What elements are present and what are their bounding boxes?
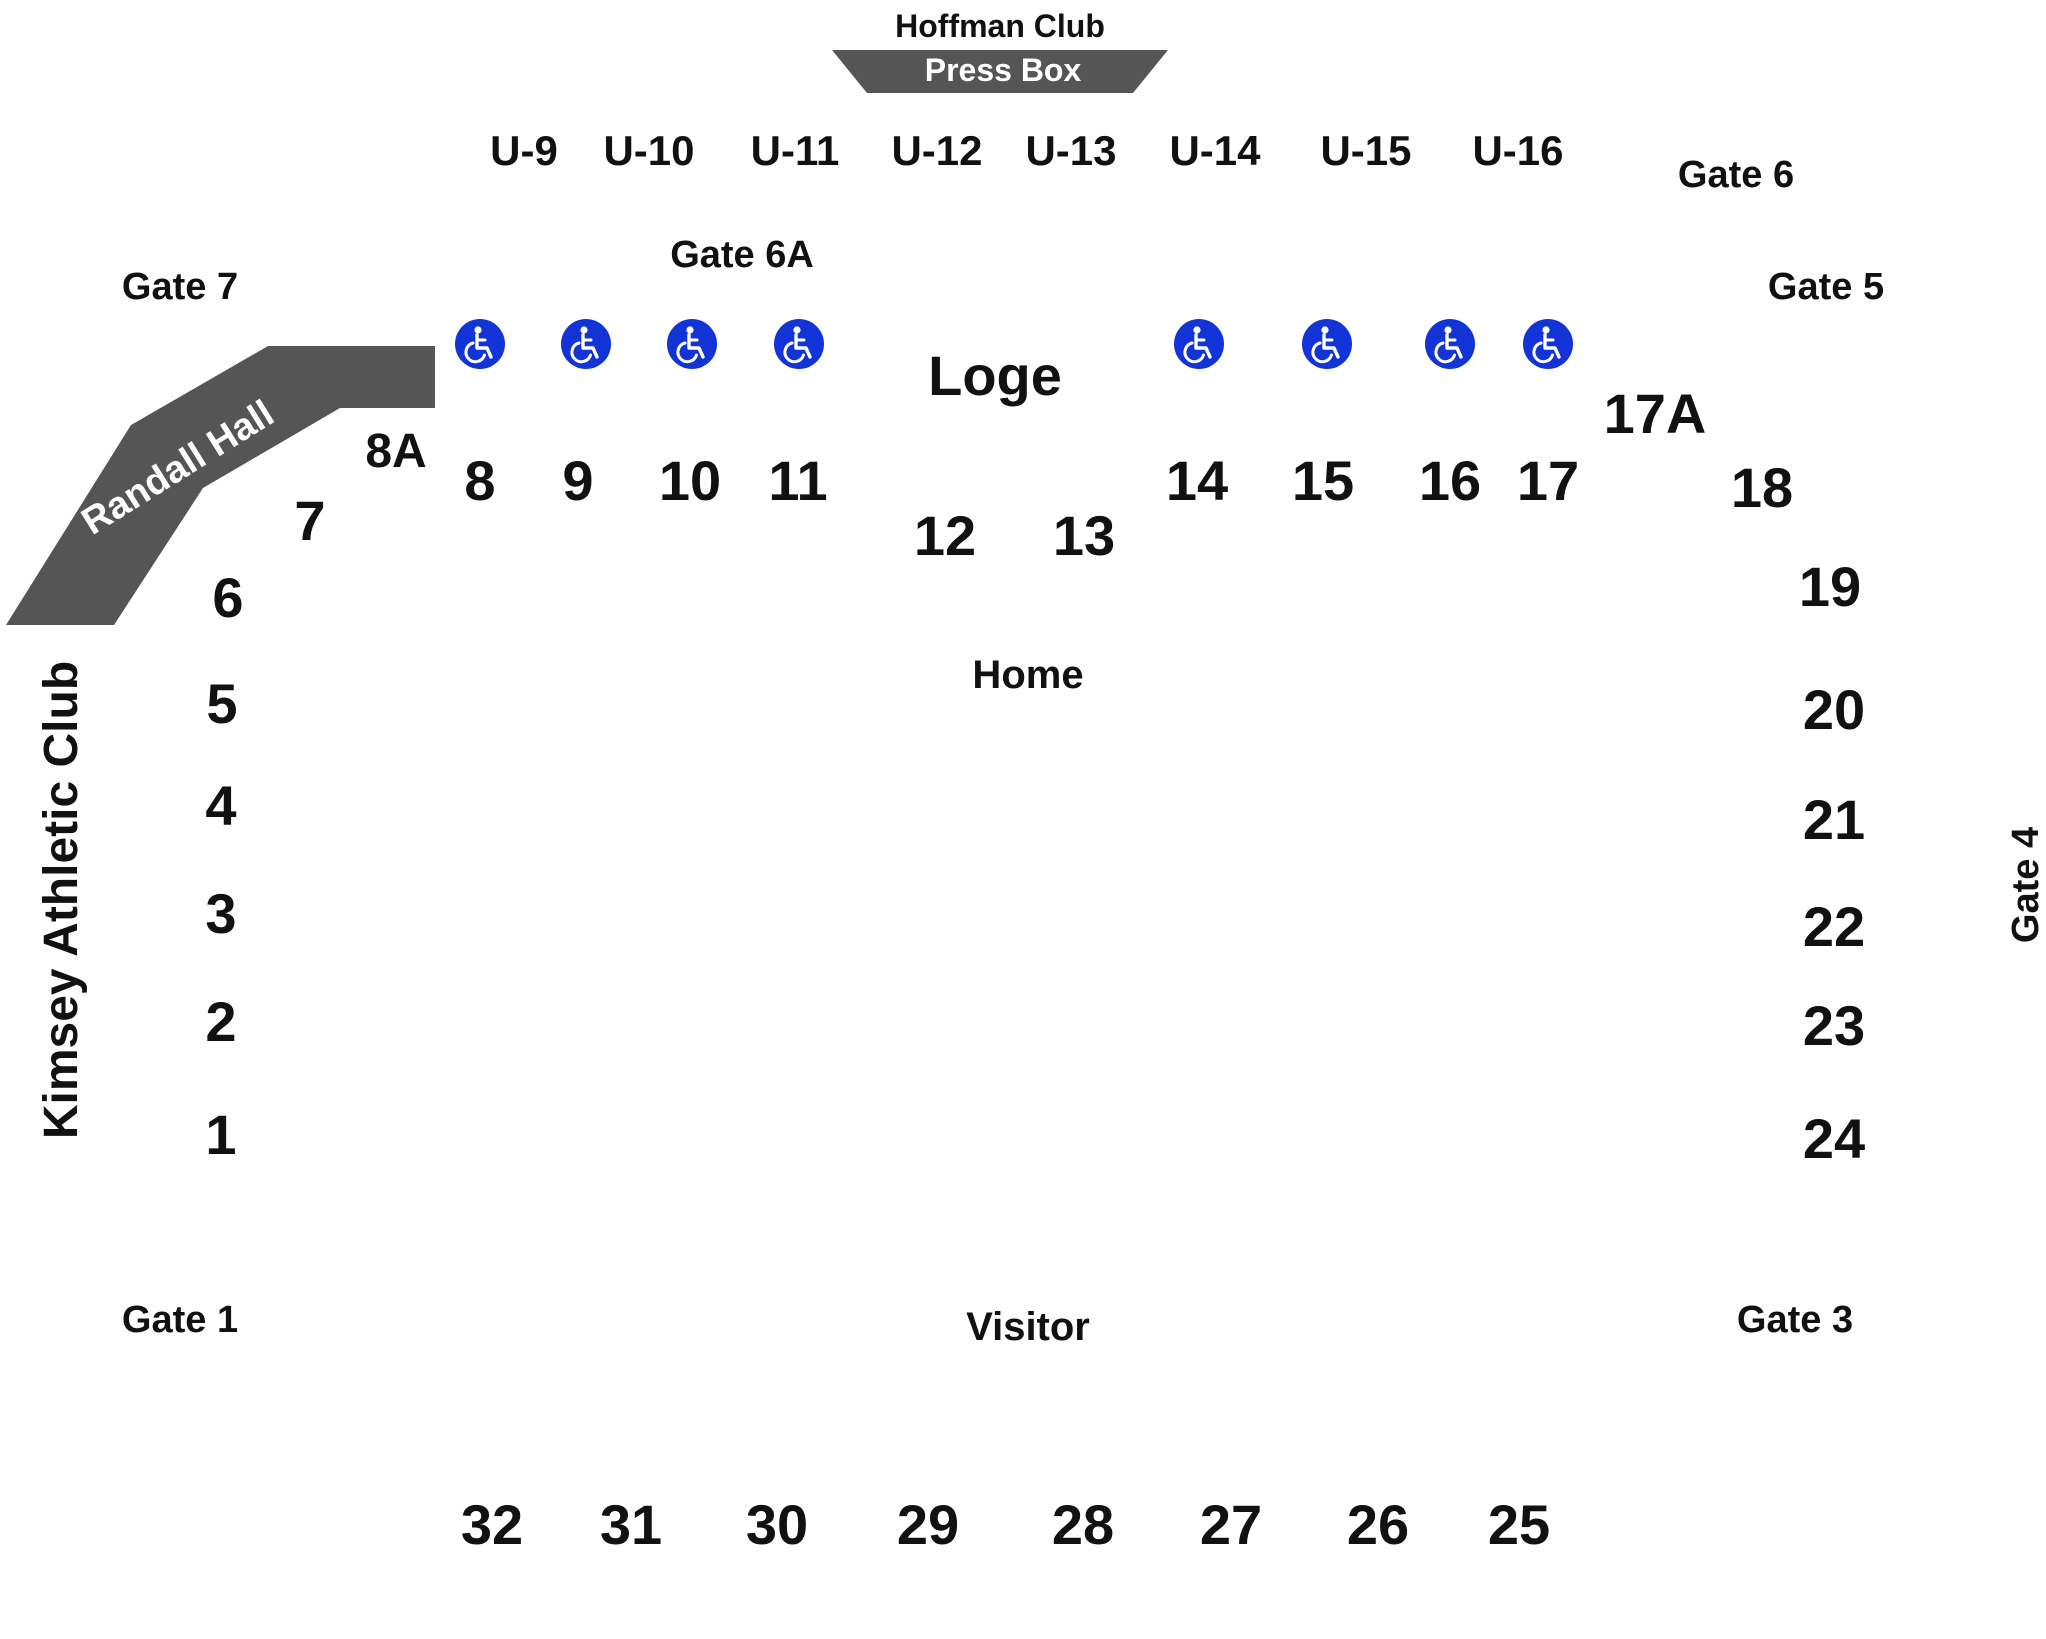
wheelchair-icon [1424,318,1476,370]
section-2[interactable]: 2 [205,990,237,1053]
section-8a[interactable]: 8A [365,425,427,478]
wheelchair-icon [560,318,612,370]
section-21[interactable]: 21 [1802,788,1866,851]
section-u-10[interactable]: U-10 [603,127,695,174]
gate-7-label: Gate 7 [121,266,239,308]
section-32[interactable]: 32 [460,1493,524,1556]
section-u-15[interactable]: U-15 [1320,127,1412,174]
kimsey-athletic-club-label: Kimsey Athletic Club [35,660,88,1140]
section-30[interactable]: 30 [745,1493,809,1556]
visitor-label: Visitor [966,1305,1090,1349]
section-31[interactable]: 31 [599,1493,663,1556]
section-17a[interactable]: 17A [1603,382,1707,445]
section-24[interactable]: 24 [1802,1107,1866,1170]
section-3[interactable]: 3 [205,882,237,945]
press-box-shape [832,50,1168,93]
section-25[interactable]: 25 [1487,1493,1551,1556]
section-13[interactable]: 13 [1052,504,1116,567]
section-6[interactable]: 6 [212,566,244,629]
wheelchair-icon [1301,318,1353,370]
section-18[interactable]: 18 [1730,456,1794,519]
section-17[interactable]: 17 [1516,449,1580,512]
wheelchair-icon [1173,318,1225,370]
section-u-16[interactable]: U-16 [1472,127,1564,174]
section-22[interactable]: 22 [1802,895,1866,958]
randall-hall-shape [6,346,435,625]
section-8[interactable]: 8 [464,449,496,512]
section-14[interactable]: 14 [1165,449,1229,512]
section-16[interactable]: 16 [1418,449,1482,512]
section-u-11[interactable]: U-11 [750,127,840,174]
wheelchair-icon [666,318,718,370]
hoffman-club-label: Hoffman Club [895,8,1105,44]
gate-3-label: Gate 3 [1736,1299,1854,1341]
section-4[interactable]: 4 [205,774,237,837]
section-12[interactable]: 12 [913,504,977,567]
section-1[interactable]: 1 [205,1103,237,1166]
section-u-12[interactable]: U-12 [891,127,983,174]
section-28[interactable]: 28 [1051,1493,1115,1556]
section-27[interactable]: 27 [1199,1493,1263,1556]
section-15[interactable]: 15 [1291,449,1355,512]
section-29[interactable]: 29 [896,1493,960,1556]
section-u-13[interactable]: U-13 [1025,127,1117,174]
loge-label: Loge [928,344,1062,407]
gate-1-label: Gate 1 [121,1299,239,1341]
gate-4-label: Gate 4 [2005,826,2046,944]
wheelchair-icon [773,318,825,370]
section-26[interactable]: 26 [1346,1493,1410,1556]
section-23[interactable]: 23 [1802,994,1866,1057]
section-9[interactable]: 9 [562,449,594,512]
press-box-label: Press Box [924,52,1082,88]
gate-5-label: Gate 5 [1767,266,1885,308]
section-20[interactable]: 20 [1802,678,1866,741]
section-11[interactable]: 11 [768,449,828,512]
section-19[interactable]: 19 [1798,555,1862,618]
home-label: Home [972,653,1084,697]
wheelchair-icon [454,318,506,370]
wheelchair-icon [1522,318,1574,370]
gate-6a-label: Gate 6A [670,234,814,276]
section-10[interactable]: 10 [658,449,722,512]
section-u-14[interactable]: U-14 [1169,127,1261,174]
section-7[interactable]: 7 [294,489,326,552]
section-5[interactable]: 5 [206,672,238,735]
section-u-9[interactable]: U-9 [490,127,558,174]
gate-6-label: Gate 6 [1677,154,1795,196]
